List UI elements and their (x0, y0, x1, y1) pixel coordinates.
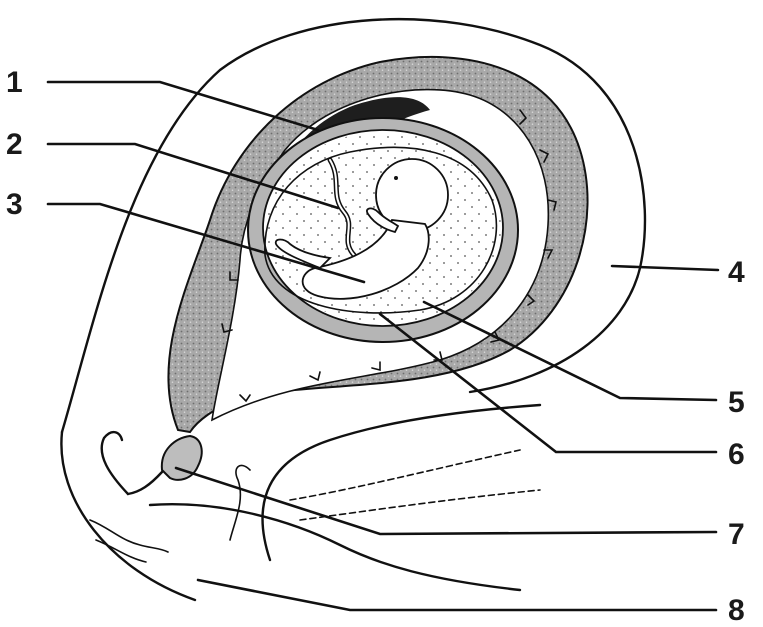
leader-line-7 (176, 468, 716, 534)
vaginal-wall (102, 432, 128, 494)
label-8: 8 (728, 594, 745, 627)
rectum-outline (230, 465, 250, 540)
label-4: 4 (728, 256, 745, 289)
bladder-outline (263, 405, 541, 560)
cervical-canal (128, 472, 162, 494)
label-3: 3 (6, 188, 23, 221)
pelvic-floor-line (290, 450, 540, 520)
leader-line-4 (612, 266, 718, 270)
label-1: 1 (6, 66, 23, 99)
label-5: 5 (728, 386, 745, 419)
fetus-eye (394, 176, 398, 180)
lower-genital-tract (150, 504, 520, 590)
label-6: 6 (728, 438, 745, 471)
leader-line-8 (198, 580, 716, 610)
label-2: 2 (6, 128, 23, 161)
label-7: 7 (728, 518, 745, 551)
